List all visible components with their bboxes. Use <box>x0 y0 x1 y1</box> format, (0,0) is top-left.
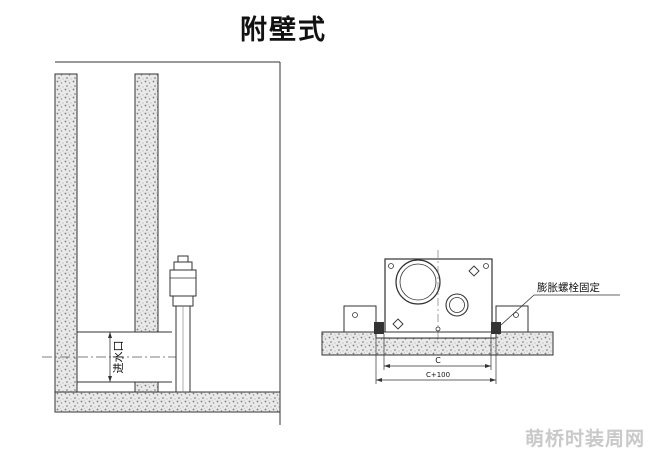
small-outlet-inner <box>449 297 465 313</box>
left-bracket <box>343 305 377 333</box>
large-outlet-outer <box>395 259 441 305</box>
watermark: 萌桥时装周网 <box>524 428 645 450</box>
large-outlet-inner <box>399 263 437 301</box>
dim-c-label: C <box>435 356 441 365</box>
pit-section-figure: 进水口 <box>42 61 281 425</box>
dim-c-arrow-right <box>485 364 491 368</box>
unit-base-flange <box>375 331 497 339</box>
pump-motor-top <box>177 255 189 263</box>
pump-motor <box>169 269 197 297</box>
mount-hole-tr <box>483 263 489 269</box>
diamond-marker-top <box>468 265 480 277</box>
callout-leader <box>500 294 535 326</box>
dim-c100-arrow-right <box>490 378 496 382</box>
left-anchor-bolt <box>374 322 384 334</box>
unit-elevation-figure: 膨胀螺栓固定 C C+100 <box>321 250 620 384</box>
right-anchor-bolt <box>491 322 501 334</box>
dim-c-arrow-left <box>384 364 390 368</box>
dim-c100-arrow-left <box>376 378 382 382</box>
inlet-dimension-arrow-top <box>108 332 112 338</box>
middle-wall-upper <box>134 73 159 333</box>
mount-hole-tl <box>388 263 394 269</box>
page-title: 附壁式 <box>240 15 327 46</box>
pump-unit <box>169 255 197 393</box>
diamond-marker-bottom <box>392 318 404 330</box>
floor-slab <box>54 391 281 413</box>
left-wall <box>54 73 78 413</box>
inlet-label: 进水口 <box>112 341 125 374</box>
right-bracket <box>495 305 529 333</box>
inlet-dimension-arrow-bottom <box>108 376 112 382</box>
dim-c100-label: C+100 <box>426 371 450 379</box>
bracket-hole-left <box>352 312 358 318</box>
pump-motor-cap <box>173 261 193 271</box>
middle-wall-lower <box>134 381 159 393</box>
bracket-hole-right <box>513 312 519 318</box>
pump-coupling <box>172 295 194 307</box>
callout-label: 膨胀螺栓固定 <box>537 281 600 294</box>
